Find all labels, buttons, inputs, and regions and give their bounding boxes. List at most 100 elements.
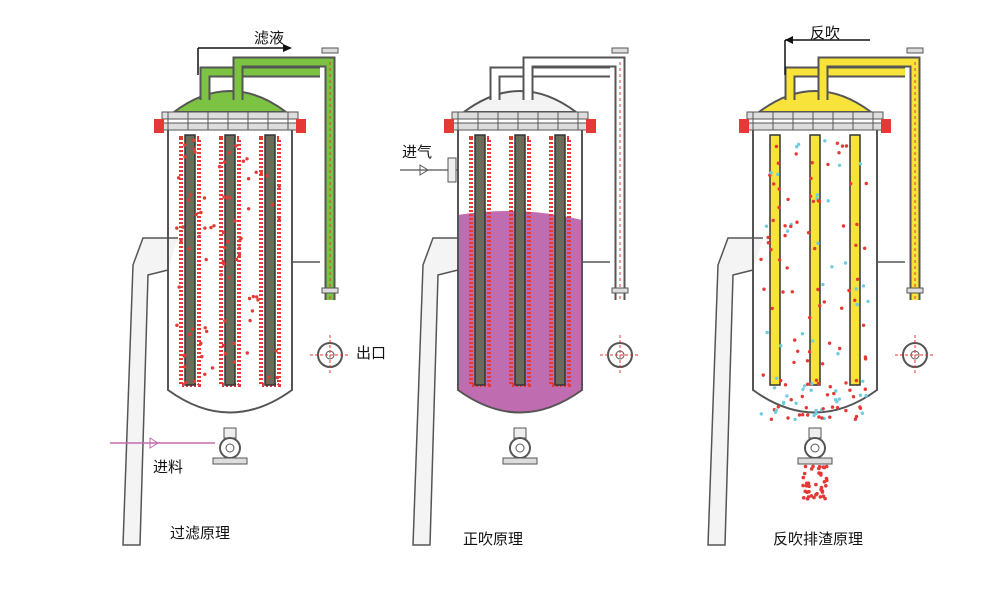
particle bbox=[776, 172, 780, 177]
particle bbox=[241, 159, 246, 163]
particle bbox=[781, 400, 786, 405]
particle bbox=[245, 157, 249, 161]
particle bbox=[853, 417, 858, 421]
particle bbox=[779, 344, 783, 348]
particle bbox=[808, 315, 812, 320]
particle bbox=[835, 141, 840, 145]
filter-element-2 bbox=[809, 134, 821, 386]
particle bbox=[248, 318, 252, 323]
bottom-neck bbox=[513, 427, 527, 439]
particle bbox=[762, 287, 766, 291]
particle bbox=[828, 385, 832, 389]
particle bbox=[858, 393, 863, 397]
forward-blow-caption: 正吹原理 bbox=[463, 530, 524, 548]
particle bbox=[223, 245, 227, 250]
particle bbox=[190, 327, 195, 331]
particle bbox=[854, 287, 858, 291]
particle bbox=[844, 408, 848, 413]
particle bbox=[232, 360, 236, 364]
particle bbox=[200, 354, 204, 359]
particle bbox=[858, 405, 862, 409]
particle bbox=[823, 139, 827, 143]
particle bbox=[223, 319, 227, 323]
pipe-flange bbox=[906, 287, 924, 294]
particle bbox=[796, 349, 800, 353]
particle bbox=[853, 298, 857, 302]
particle bbox=[844, 381, 848, 385]
particle bbox=[182, 354, 186, 358]
pipe-flange bbox=[906, 47, 924, 54]
particle bbox=[796, 142, 801, 147]
particle bbox=[821, 282, 825, 287]
particle bbox=[854, 243, 858, 247]
vessel-dome bbox=[170, 90, 290, 113]
discharged-residue bbox=[803, 464, 808, 469]
bottom-valve-core bbox=[225, 443, 235, 453]
particle bbox=[770, 306, 774, 311]
particle bbox=[764, 224, 769, 228]
particle bbox=[855, 302, 859, 307]
particle bbox=[827, 341, 832, 345]
particle bbox=[837, 151, 841, 155]
particle bbox=[820, 416, 824, 420]
particle bbox=[807, 350, 812, 354]
feed-label: 进料 bbox=[153, 458, 184, 476]
particle bbox=[806, 413, 810, 417]
filter-element-1 bbox=[184, 134, 196, 386]
particle bbox=[251, 294, 256, 299]
particle bbox=[837, 397, 841, 401]
particle bbox=[233, 219, 237, 223]
filtrate-arrow-head bbox=[283, 44, 292, 52]
particle bbox=[779, 378, 783, 383]
flange-marker-right bbox=[296, 119, 306, 133]
air-inlet-nozzle bbox=[447, 157, 457, 183]
particle bbox=[219, 273, 223, 277]
discharged-residue bbox=[822, 480, 827, 484]
particle bbox=[864, 394, 868, 398]
support-leg bbox=[412, 237, 468, 546]
particle bbox=[847, 288, 851, 293]
particle bbox=[797, 413, 802, 417]
particle bbox=[813, 246, 817, 251]
particle bbox=[277, 184, 281, 188]
particle bbox=[837, 163, 842, 167]
particle bbox=[192, 379, 197, 384]
pipe-flange bbox=[611, 47, 629, 54]
discharged-residue bbox=[815, 491, 819, 496]
particle bbox=[225, 239, 230, 244]
particle bbox=[777, 187, 781, 191]
pipe-flange bbox=[321, 287, 339, 294]
upper-flange bbox=[161, 111, 299, 120]
particle bbox=[861, 284, 866, 288]
particle bbox=[804, 406, 808, 410]
particle bbox=[863, 387, 867, 391]
particle bbox=[833, 398, 838, 402]
particle bbox=[851, 395, 856, 399]
particle bbox=[808, 194, 813, 198]
discharged-residue bbox=[823, 496, 827, 501]
particle bbox=[277, 217, 281, 222]
particle bbox=[766, 241, 771, 245]
particle bbox=[854, 414, 859, 419]
particle bbox=[836, 352, 840, 356]
discharged-residue bbox=[821, 465, 826, 469]
particle bbox=[274, 349, 278, 353]
discharged-residue bbox=[801, 483, 805, 488]
particle bbox=[256, 298, 260, 302]
particle bbox=[800, 332, 805, 336]
vessel-body bbox=[167, 130, 293, 414]
particle bbox=[801, 387, 805, 391]
particle bbox=[222, 262, 226, 266]
particle bbox=[227, 151, 232, 155]
particle bbox=[234, 144, 238, 148]
discharged-residue bbox=[811, 464, 815, 469]
particle bbox=[832, 391, 836, 396]
particle bbox=[860, 411, 865, 415]
particle bbox=[849, 182, 853, 186]
particle bbox=[176, 176, 181, 180]
discharged-residue bbox=[801, 475, 806, 480]
vessel-body bbox=[457, 130, 583, 414]
discharged-residue bbox=[820, 489, 825, 493]
particle bbox=[816, 381, 821, 386]
